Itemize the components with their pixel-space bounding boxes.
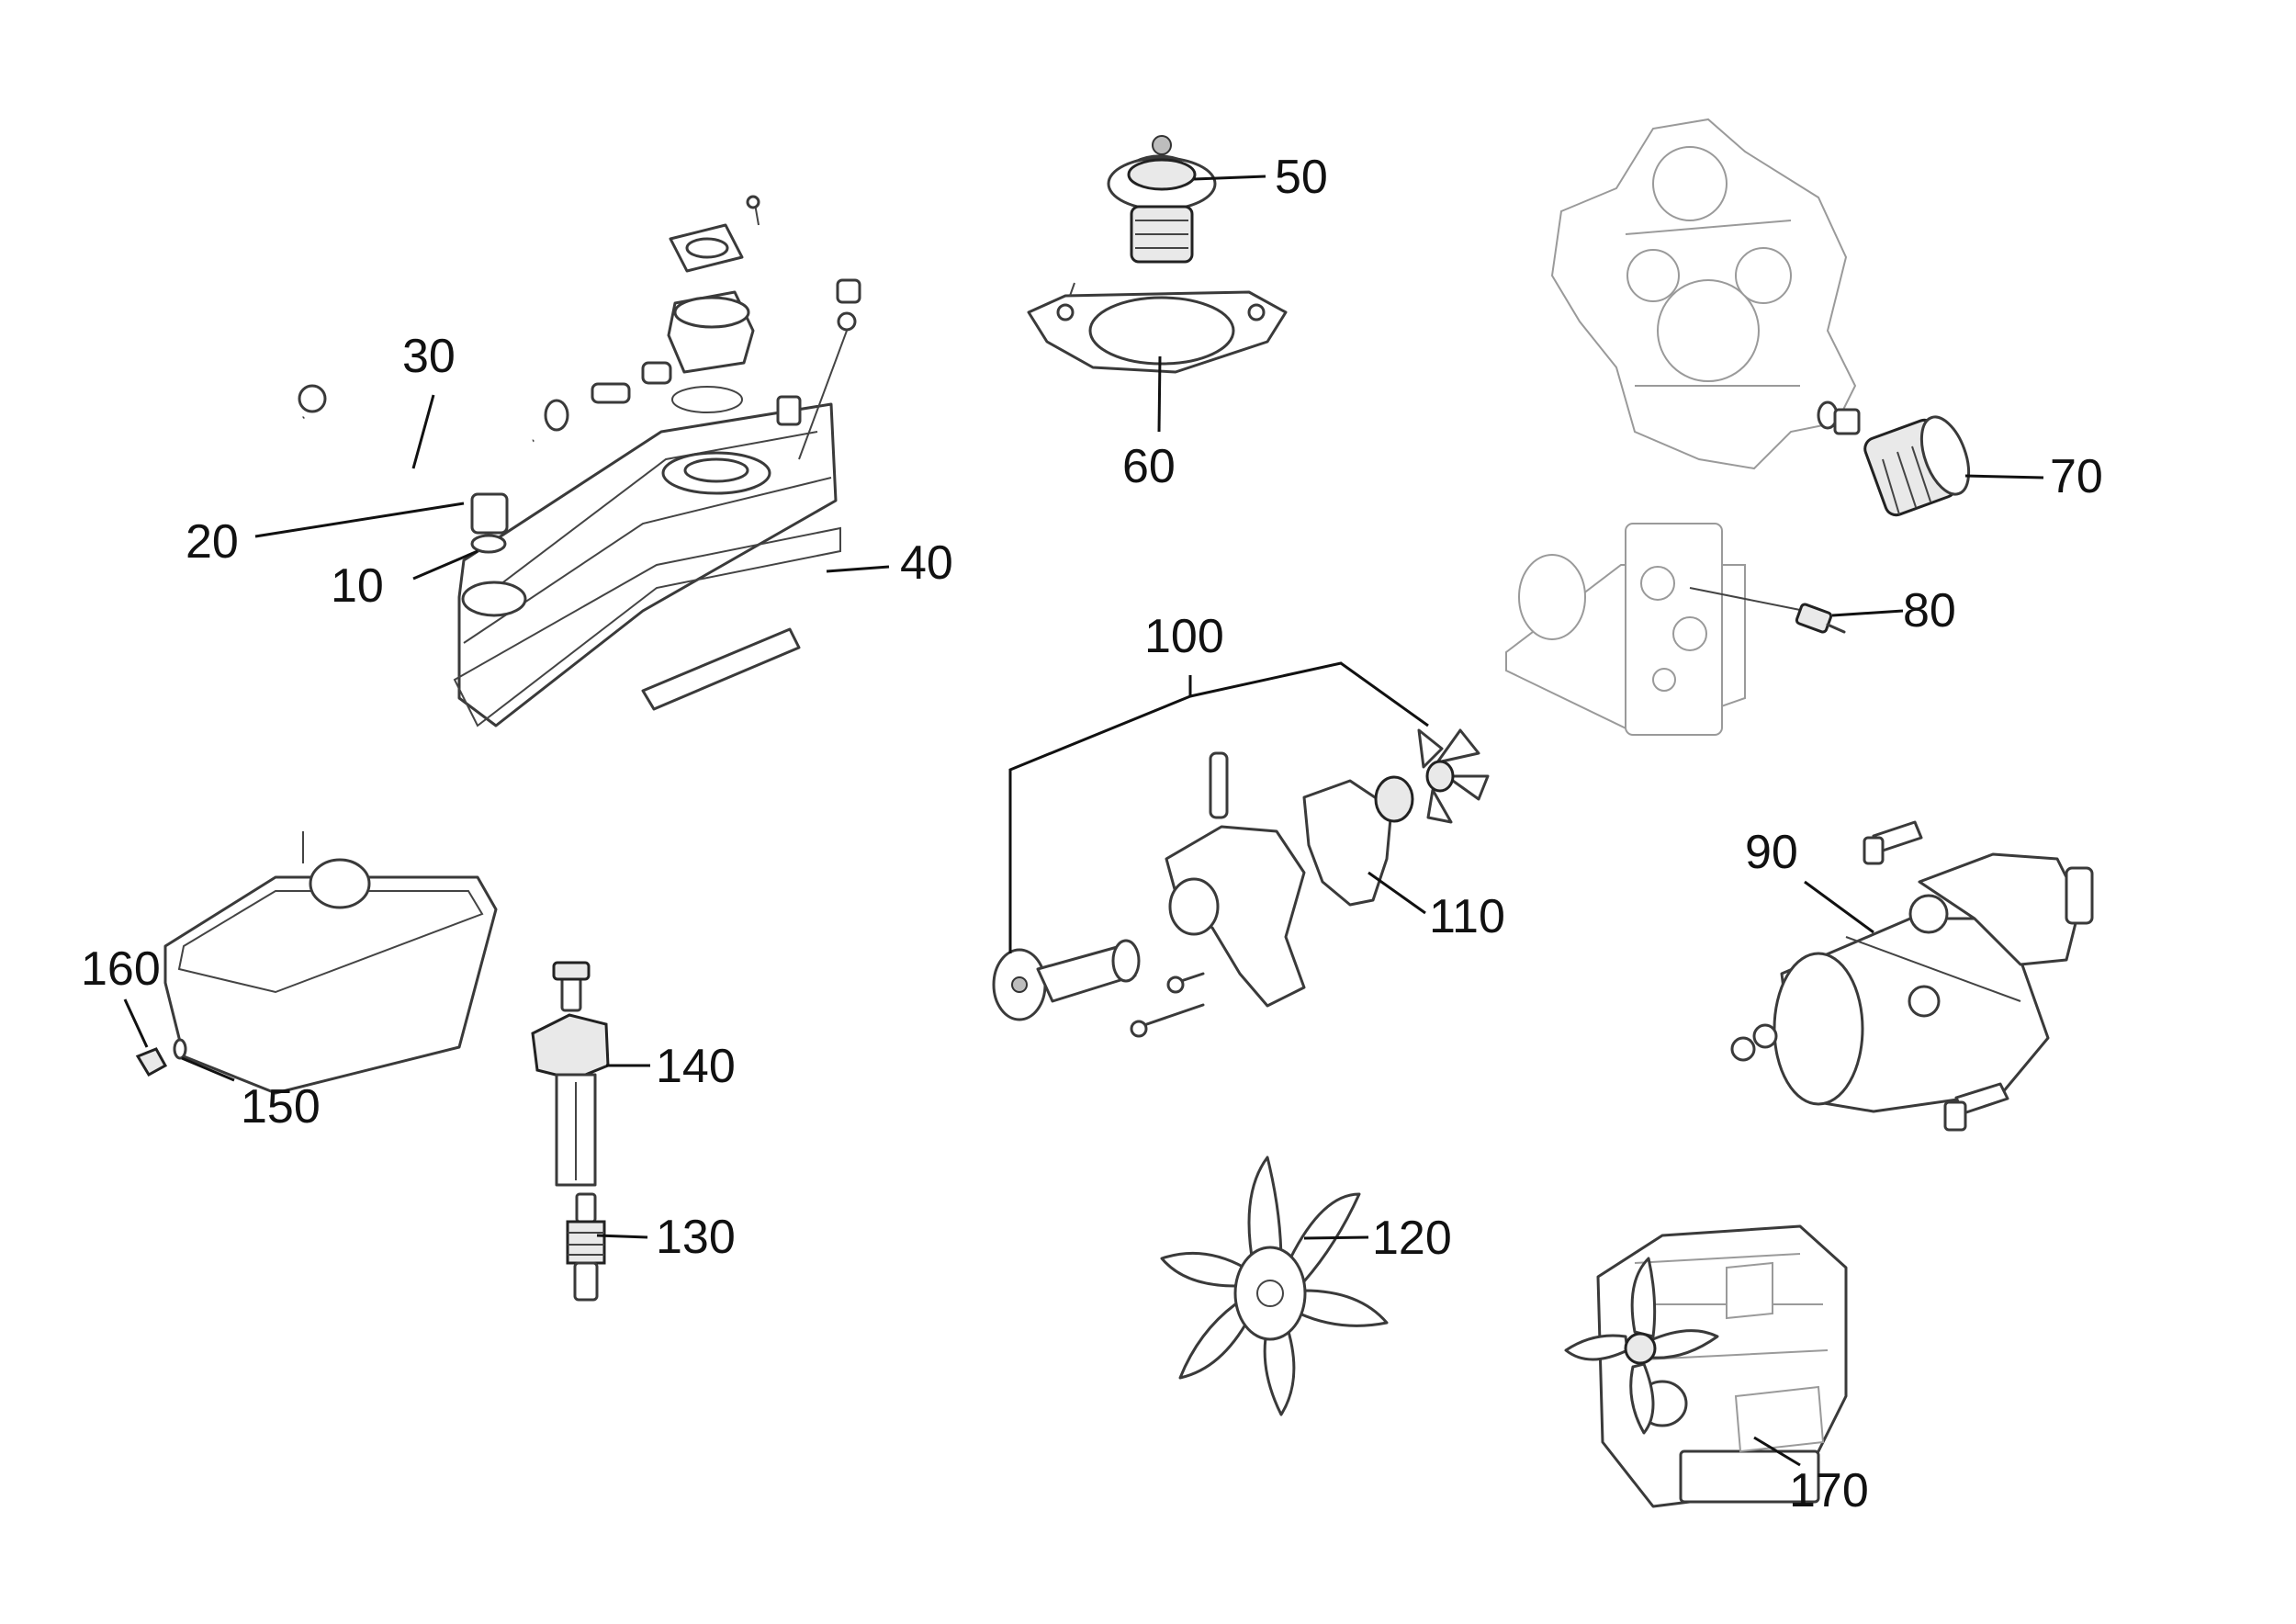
engine-fan-art <box>1564 1257 1719 1435</box>
leader-60 <box>1157 355 1162 433</box>
callout-labels: 10 20 30 40 50 60 70 80 90 100 110 120 1… <box>81 151 2103 1517</box>
callout-20: 20 <box>186 515 239 569</box>
callout-100: 100 <box>1144 610 1224 663</box>
leader-160 <box>123 998 149 1048</box>
leader-120 <box>1303 1235 1369 1240</box>
leader-100 <box>1008 675 1192 953</box>
leader-70 <box>1964 474 2044 479</box>
callout-30: 30 <box>402 330 456 383</box>
callout-40: 40 <box>900 536 953 590</box>
leader-170 <box>1753 1436 1801 1467</box>
valve-cover-assembly-art <box>281 195 861 727</box>
complete-engine-art <box>1564 1224 1848 1508</box>
leader-110 <box>1367 871 1426 915</box>
callout-160: 160 <box>81 942 161 996</box>
callout-50: 50 <box>1275 151 1328 204</box>
cooling-fan-art <box>1160 1156 1389 1416</box>
callout-170: 170 <box>1789 1464 1869 1517</box>
callout-80: 80 <box>1903 584 1956 637</box>
leader-80 <box>1831 609 1904 617</box>
impeller-art <box>1417 728 1490 824</box>
callout-130: 130 <box>656 1211 736 1264</box>
spark-plug-art <box>566 1192 606 1302</box>
leader-130 <box>596 1234 648 1239</box>
leader-lines <box>123 175 2044 1467</box>
starter-motor-art <box>1730 820 2094 1132</box>
callout-140: 140 <box>656 1040 736 1093</box>
leader-50 <box>1193 175 1266 181</box>
leader-10 <box>412 549 478 581</box>
ignition-coil-art <box>531 961 610 1187</box>
callout-70: 70 <box>2050 450 2103 503</box>
leader-100b <box>1189 661 1429 727</box>
leader-90 <box>1804 880 1874 934</box>
callout-110: 110 <box>1429 890 1505 943</box>
callout-150: 150 <box>241 1080 321 1133</box>
leader-40 <box>826 565 890 573</box>
callout-60: 60 <box>1122 440 1176 493</box>
leader-30 <box>411 394 435 469</box>
oil-pressure-sensor-art <box>1505 523 1846 737</box>
callout-90: 90 <box>1745 826 1798 879</box>
callout-10: 10 <box>331 559 384 613</box>
water-pump-assembly-art <box>992 728 1490 1038</box>
thermostat-art <box>1107 135 1217 264</box>
thermostat-gasket-art <box>1027 282 1288 374</box>
oil-filter-engine-block-art <box>1550 118 1971 517</box>
callout-120: 120 <box>1372 1212 1452 1265</box>
oil-pan-art <box>135 831 498 1095</box>
leader-20 <box>254 502 465 538</box>
leader-150 <box>181 1056 235 1082</box>
